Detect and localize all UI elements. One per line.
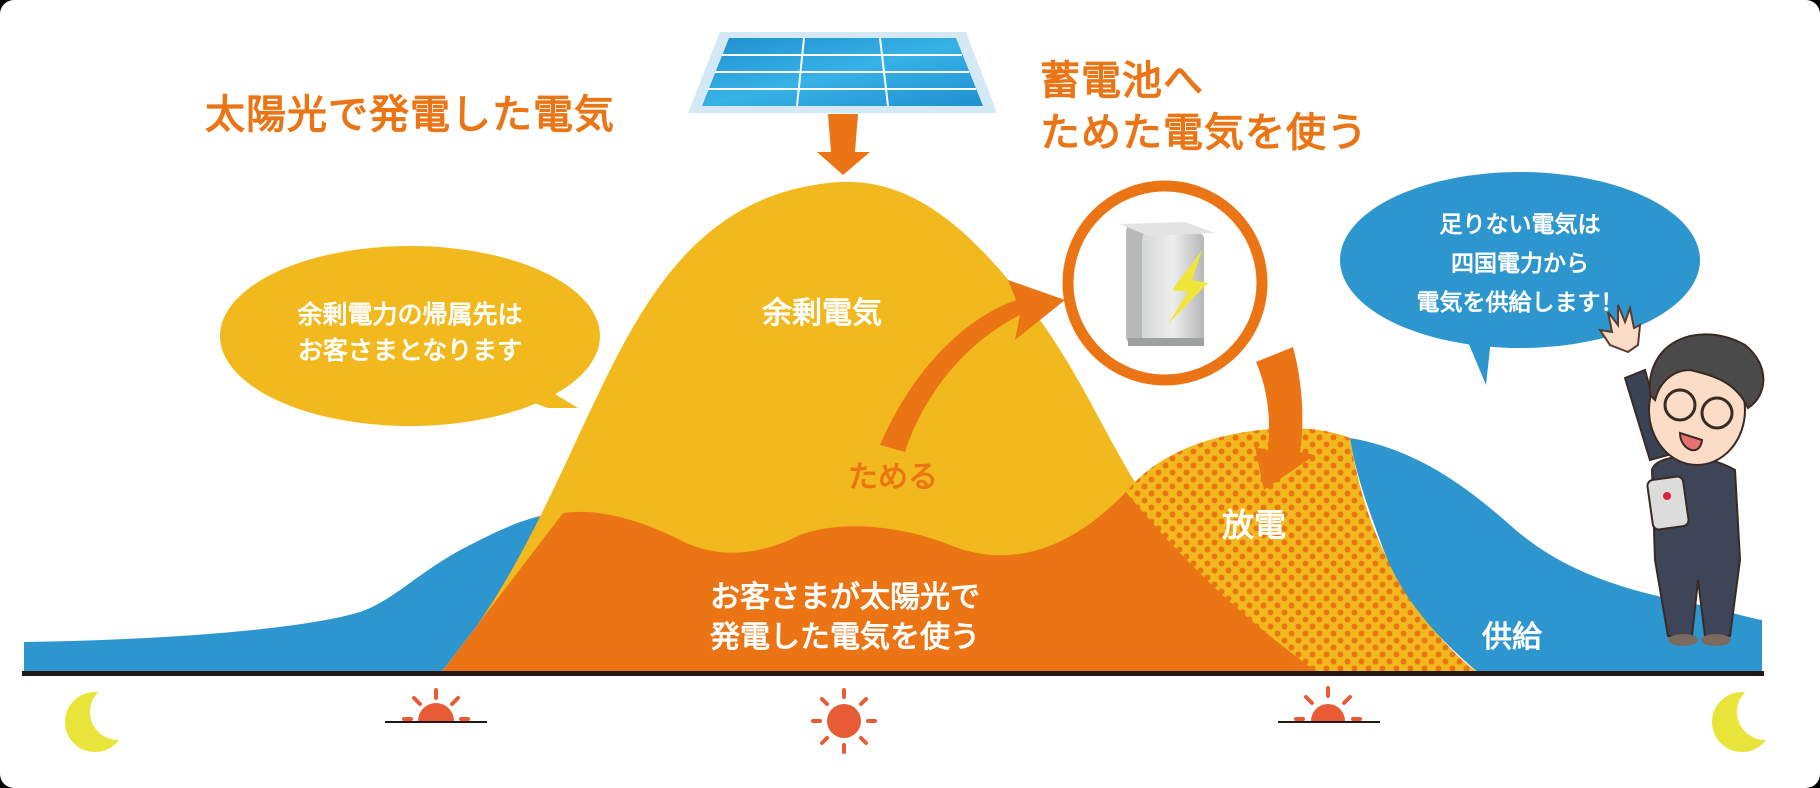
moon-icon-left xyxy=(65,684,146,752)
label-line: 発電した電気を使う xyxy=(710,620,980,655)
discharge-area xyxy=(1126,428,1480,674)
grid-supply-area-evening xyxy=(1350,438,1762,674)
lightning-bolt-icon xyxy=(1168,250,1208,324)
battery-icon xyxy=(1120,222,1215,346)
label-self-use: お客さまが太陽光で 発電した電気を使う xyxy=(660,578,1030,658)
moon-icon-right xyxy=(1712,684,1793,752)
heading-battery-line1: 蓄電池へ xyxy=(1040,58,1204,104)
bubble-line: 四国電力から xyxy=(1451,251,1589,277)
heading-battery-line2: ためた電気を使う xyxy=(1040,110,1368,156)
bubble-line: 余剰電力の帰属先は xyxy=(297,300,523,329)
supply-message-text: 足りない電気は 四国電力から 電気を供給します！ xyxy=(1370,206,1670,323)
down-arrow-icon xyxy=(817,114,870,175)
bubble-line: 電気を供給します！ xyxy=(1416,290,1624,316)
label-store: ためる xyxy=(848,460,938,495)
label-surplus: 余剰電気 xyxy=(762,296,882,331)
discharge-arrow-icon xyxy=(1255,347,1315,490)
solar-panel-icon xyxy=(688,32,997,113)
staff-character xyxy=(1597,304,1765,646)
bubble-line: 足りない電気は xyxy=(1439,212,1601,238)
time-axis-baseline xyxy=(22,671,1764,676)
sunrise-icon xyxy=(385,688,487,723)
grid-supply-area-morning xyxy=(24,513,563,674)
surplus-ownership-bubble xyxy=(220,246,600,426)
sun-icon xyxy=(811,688,877,754)
surplus-ownership-text: 余剰電力の帰属先は お客さまとなります xyxy=(255,297,565,369)
store-arrow-icon xyxy=(880,280,1065,452)
bubble-line: お客さまとなります xyxy=(297,336,523,365)
sunset-icon xyxy=(1278,686,1380,723)
supply-message-bubble xyxy=(1340,172,1700,385)
label-discharge: 放電 xyxy=(1222,506,1287,544)
heading-solar-generated: 太陽光で発電した電気 xyxy=(205,92,615,138)
self-use-area xyxy=(440,492,1320,674)
label-line: お客さまが太陽光で xyxy=(710,580,980,615)
label-supply: 供給 xyxy=(1482,620,1542,655)
